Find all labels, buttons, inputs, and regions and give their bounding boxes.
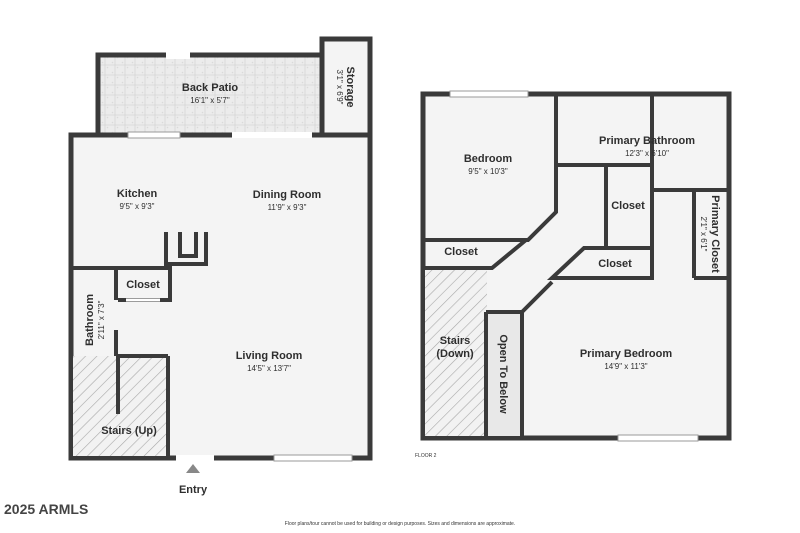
primary-closet-dim: 2'1" x 6'1"	[699, 217, 708, 252]
bathroom-dim: 2'11" x 7'3"	[97, 300, 106, 339]
primary-bath-label: Primary Bathroom	[599, 135, 695, 147]
primary-bath-dim: 12'3" x 6'10"	[625, 149, 669, 158]
back-patio-area	[98, 55, 322, 135]
closet-left-wall	[423, 238, 528, 270]
bedroom-window	[449, 90, 529, 98]
living-dim: 14'5" x 13'7"	[247, 364, 291, 373]
dining-dim: 11'9" x 9'3"	[268, 203, 307, 212]
living-label: Living Room	[236, 350, 303, 362]
dining-label: Dining Room	[253, 189, 322, 201]
bedroom-dim: 9'5" x 10'3"	[468, 167, 508, 176]
front-window	[273, 454, 353, 462]
disclaimer: Floor plans/tour cannot be used for buil…	[285, 521, 515, 527]
storage-label: Storage	[344, 67, 356, 108]
kitchen-dim: 9'5" x 9'3"	[120, 202, 155, 211]
closet-label: Closet	[126, 279, 160, 291]
back-patio-label: Back Patio	[182, 82, 239, 94]
floor-2-caption: FLOOR 2	[415, 453, 437, 459]
closet-mid-label: Closet	[611, 200, 645, 212]
closet-lower-label: Closet	[598, 258, 632, 270]
kitchen-counter	[164, 232, 208, 266]
primary-bed-window	[617, 434, 699, 442]
stairs-up-area	[73, 356, 168, 456]
entry-arrow-icon	[186, 464, 200, 473]
kitchen-label: Kitchen	[117, 188, 158, 200]
storage-dim: 3'1" x 6'9"	[335, 70, 344, 105]
watermark: 2025 ARMLS	[4, 501, 88, 517]
stairs-down-label: Stairs	[440, 335, 471, 347]
storage-area	[322, 39, 370, 135]
floor-1	[68, 36, 373, 473]
floor-2	[420, 90, 732, 442]
back-patio-door	[166, 51, 190, 59]
primary-closet-label: Primary Closet	[709, 195, 721, 273]
bedroom-label: Bedroom	[464, 153, 513, 165]
open-to-below-label: Open To Below	[497, 334, 509, 414]
entry-label: Entry	[179, 484, 208, 496]
stairs-down-area	[425, 270, 487, 436]
stairs-down-label-2: (Down)	[436, 348, 474, 360]
bathroom-label: Bathroom	[84, 294, 96, 346]
stairs-up-label: Stairs (Up)	[101, 425, 157, 437]
patio-window	[127, 131, 181, 139]
closet-left-label: Closet	[444, 246, 478, 258]
open-to-below-area	[486, 312, 522, 436]
primary-bed-dim: 14'9" x 11'3"	[604, 362, 647, 371]
back-patio-dim: 16'1" x 5'7"	[190, 96, 230, 105]
primary-bed-label: Primary Bedroom	[580, 348, 673, 360]
